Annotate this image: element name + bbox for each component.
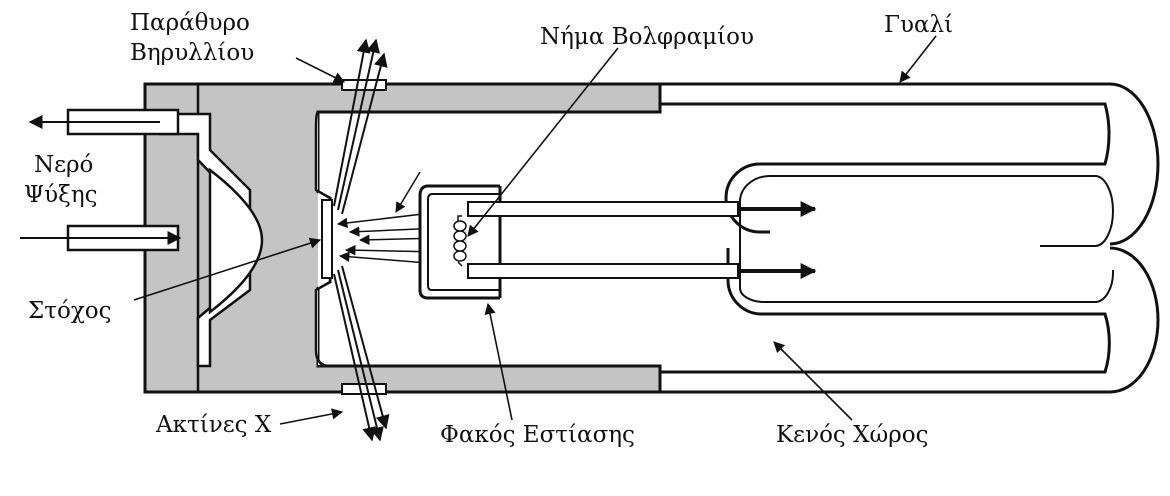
label-cooling-water-line1: Νερό bbox=[34, 152, 94, 178]
label-glass: Γυαλί bbox=[884, 12, 954, 38]
glass-envelope-outer bbox=[660, 82, 1160, 246]
beryllium-window-bottom bbox=[341, 383, 387, 395]
target-plate bbox=[321, 199, 333, 279]
label-target: Στόχος bbox=[28, 298, 112, 324]
cooling-dome bbox=[208, 167, 264, 315]
xray-beams bbox=[333, 38, 390, 442]
glass-envelope-outer-lower bbox=[660, 246, 1160, 394]
beryllium-window-top bbox=[341, 79, 387, 91]
glass-envelope-inner-mid2 bbox=[739, 248, 1115, 304]
label-vacuum: Κενός Χώρος bbox=[776, 422, 929, 448]
label-tungsten-filament: Νήμα Βολφραμίου bbox=[540, 24, 754, 50]
leader-arrows bbox=[133, 35, 937, 425]
label-beryllium-window-line2: Βηρυλλίου bbox=[130, 40, 255, 66]
label-beryllium-window-line1: Παράθυρο bbox=[130, 10, 250, 36]
glass-envelope-inner-mid bbox=[739, 174, 1114, 248]
label-cooling-water-line2: Ψύξης bbox=[24, 182, 98, 208]
filament-leads bbox=[467, 201, 739, 279]
label-focusing-lens: Φακός Εστίασης bbox=[440, 422, 635, 448]
glass-envelope-inner-lower bbox=[660, 248, 1111, 374]
tungsten-filament bbox=[453, 215, 467, 267]
label-xrays: Ακτίνες X bbox=[156, 412, 272, 438]
